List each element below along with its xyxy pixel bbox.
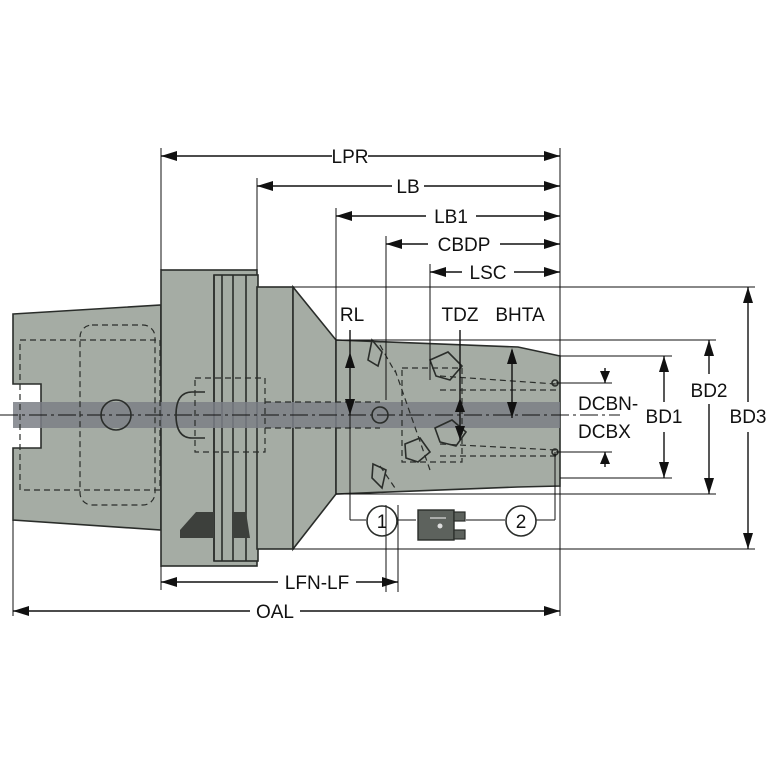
label-cbdp: CBDP: [438, 235, 491, 256]
callout-2: 2: [505, 505, 537, 537]
vertical-dimensions: [345, 287, 753, 549]
label-bd3: BD3: [730, 407, 767, 428]
callout-1: 1: [366, 505, 398, 537]
label-lb: LB: [396, 177, 419, 198]
extension-lines: [12, 148, 755, 616]
label-bd2: BD2: [691, 381, 728, 402]
label-lb1: LB1: [434, 207, 468, 228]
label-bhta: BHTA: [495, 305, 545, 326]
dimension-labels: LPR LB LB1 CBDP LSC RL TDZ BHTA DCBN- DC…: [256, 147, 767, 623]
label-lsc: LSC: [470, 263, 507, 284]
callout-2-label: 2: [516, 512, 527, 533]
radial-hole: [371, 406, 389, 424]
callout-1-label: 1: [377, 512, 388, 533]
label-dcbx: DCBX: [578, 422, 631, 443]
label-lpr: LPR: [332, 147, 369, 168]
drive-slot: [232, 512, 250, 538]
label-tdz: TDZ: [442, 305, 479, 326]
drive-slot: [180, 512, 214, 538]
label-rl: RL: [340, 305, 364, 326]
label-dcbn: DCBN-: [578, 394, 638, 415]
label-bd1: BD1: [646, 407, 683, 428]
insert-icon: [417, 509, 466, 541]
label-lfn-lf: LFN-LF: [285, 573, 349, 594]
coolant-port-circle: [100, 399, 132, 431]
horizontal-dimensions: [13, 151, 560, 616]
label-oal: OAL: [256, 602, 294, 623]
hidden-features: [19, 324, 559, 506]
